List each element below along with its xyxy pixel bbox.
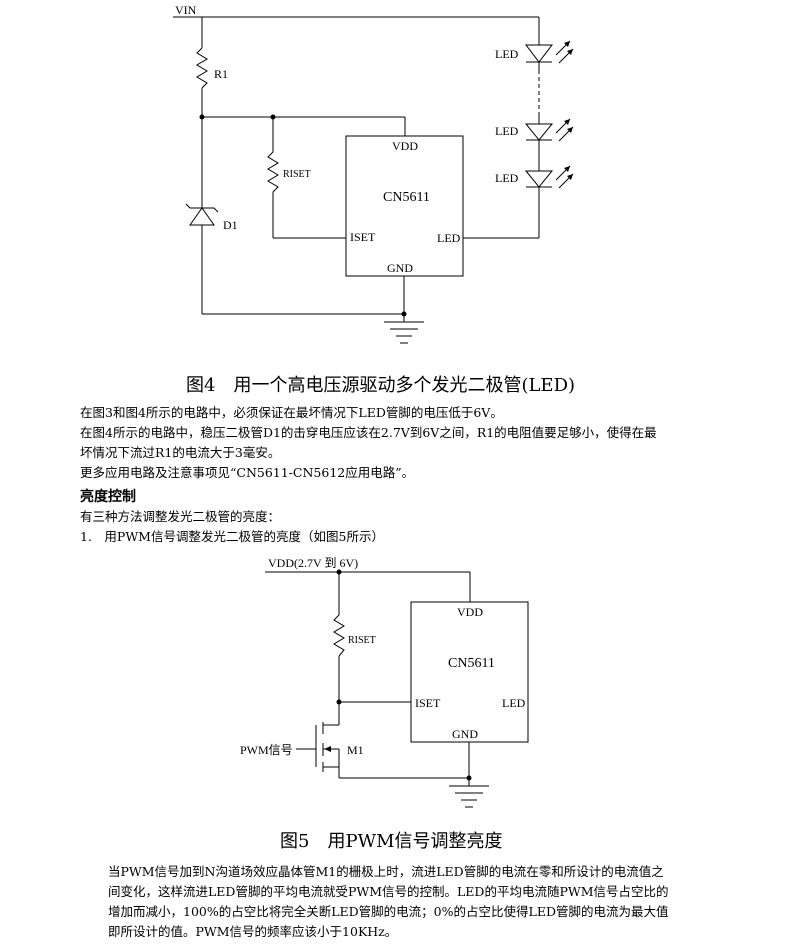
vdd-supply-label: VDD(2.7V 到 6V) [268, 556, 358, 570]
paragraph-2-line: 间变化，这样流进LED管脚的平均电流就受PWM信号的控制。LED的平均电流随PW… [108, 884, 669, 899]
d1-label: D1 [223, 218, 238, 232]
list-item-1: 1. 用PWM信号调整发光二极管的亮度（如图5所示） [80, 529, 384, 544]
r1-resistor [196, 47, 208, 89]
section-intro: 有三种方法调整发光二极管的亮度： [80, 509, 281, 524]
led2-diode [524, 123, 554, 141]
gnd-pin-label: GND [452, 727, 478, 741]
riset-label: RISET [348, 635, 376, 646]
figure4-caption: 图4 用一个高电压源驱动多个发光二极管(LED) [186, 375, 576, 396]
chip-name-label: CN5611 [448, 656, 495, 671]
led-pin-label: LED [502, 696, 526, 710]
vdd-pin-label: VDD [457, 605, 483, 619]
paragraph-1-line: 在图3和图4所示的电路中，必须保证在最坏情况下LED管脚的电压低于6V。 [80, 405, 503, 420]
m1-label: M1 [347, 743, 364, 757]
paragraph-1: 在图3和图4所示的电路中，必须保证在最坏情况下LED管脚的电压低于6V。 在图4… [80, 403, 720, 483]
chip-name-label: CN5611 [383, 190, 430, 205]
cn5611-chip [345, 135, 464, 277]
paragraph-1-line: 在图4所示的电路中，稳压二极管D1的击穿电压应该在2.7V到6V之间，R1的电阻… [80, 425, 657, 440]
figure5-schematic: VDD(2.7V 到 6V) RISET VDD CN5611 ISET LED… [240, 556, 529, 808]
pwm-signal-label: PWM信号 [240, 743, 293, 757]
led3-label: LED [495, 171, 519, 185]
d1-zener-diode [189, 207, 215, 226]
led3-diode [524, 170, 554, 188]
vin-label: VIN [175, 3, 197, 17]
r1-label: R1 [214, 67, 228, 81]
figure4-schematic: VIN R1 RISET D1 VDD CN5611 ISET LED GND … [173, 3, 574, 344]
vdd-pin-label: VDD [392, 139, 418, 153]
gnd-pin-label: GND [387, 261, 413, 275]
paragraph-1-line: 更多应用电路及注意事项见“CN5611-CN5612应用电路”。 [80, 465, 415, 480]
cn5611-chip [410, 601, 529, 743]
section-heading: 亮度控制 [80, 489, 136, 505]
paragraph-2-line: 当PWM信号加到N沟道场效应晶体管M1的栅极上时，流进LED管脚的电流在零和所设… [108, 864, 664, 879]
riset-resistor [267, 151, 279, 193]
led2-label: LED [495, 124, 519, 138]
figure5-caption: 图5 用PWM信号调整亮度 [280, 831, 503, 852]
paragraph-2-line: 即所设计的值。PWM信号的频率应该小于10KHz。 [108, 924, 398, 939]
riset-resistor [333, 614, 345, 657]
paragraph-2-line: 增加而减小，100%的占空比将完全关断LED管脚的电流；0%的占空比使得LED管… [108, 904, 669, 919]
led1-label: LED [495, 47, 519, 61]
iset-pin-label: ISET [350, 230, 376, 244]
iset-pin-label: ISET [415, 696, 441, 710]
paragraph-2: 当PWM信号加到N沟道场效应晶体管M1的栅极上时，流进LED管脚的电流在零和所设… [108, 862, 720, 942]
paragraph-1-line: 坏情况下流过R1的电流大于3毫安。 [80, 445, 281, 460]
led-pin-label: LED [437, 231, 461, 245]
led1-diode [524, 44, 554, 63]
riset-label: RISET [283, 169, 311, 180]
